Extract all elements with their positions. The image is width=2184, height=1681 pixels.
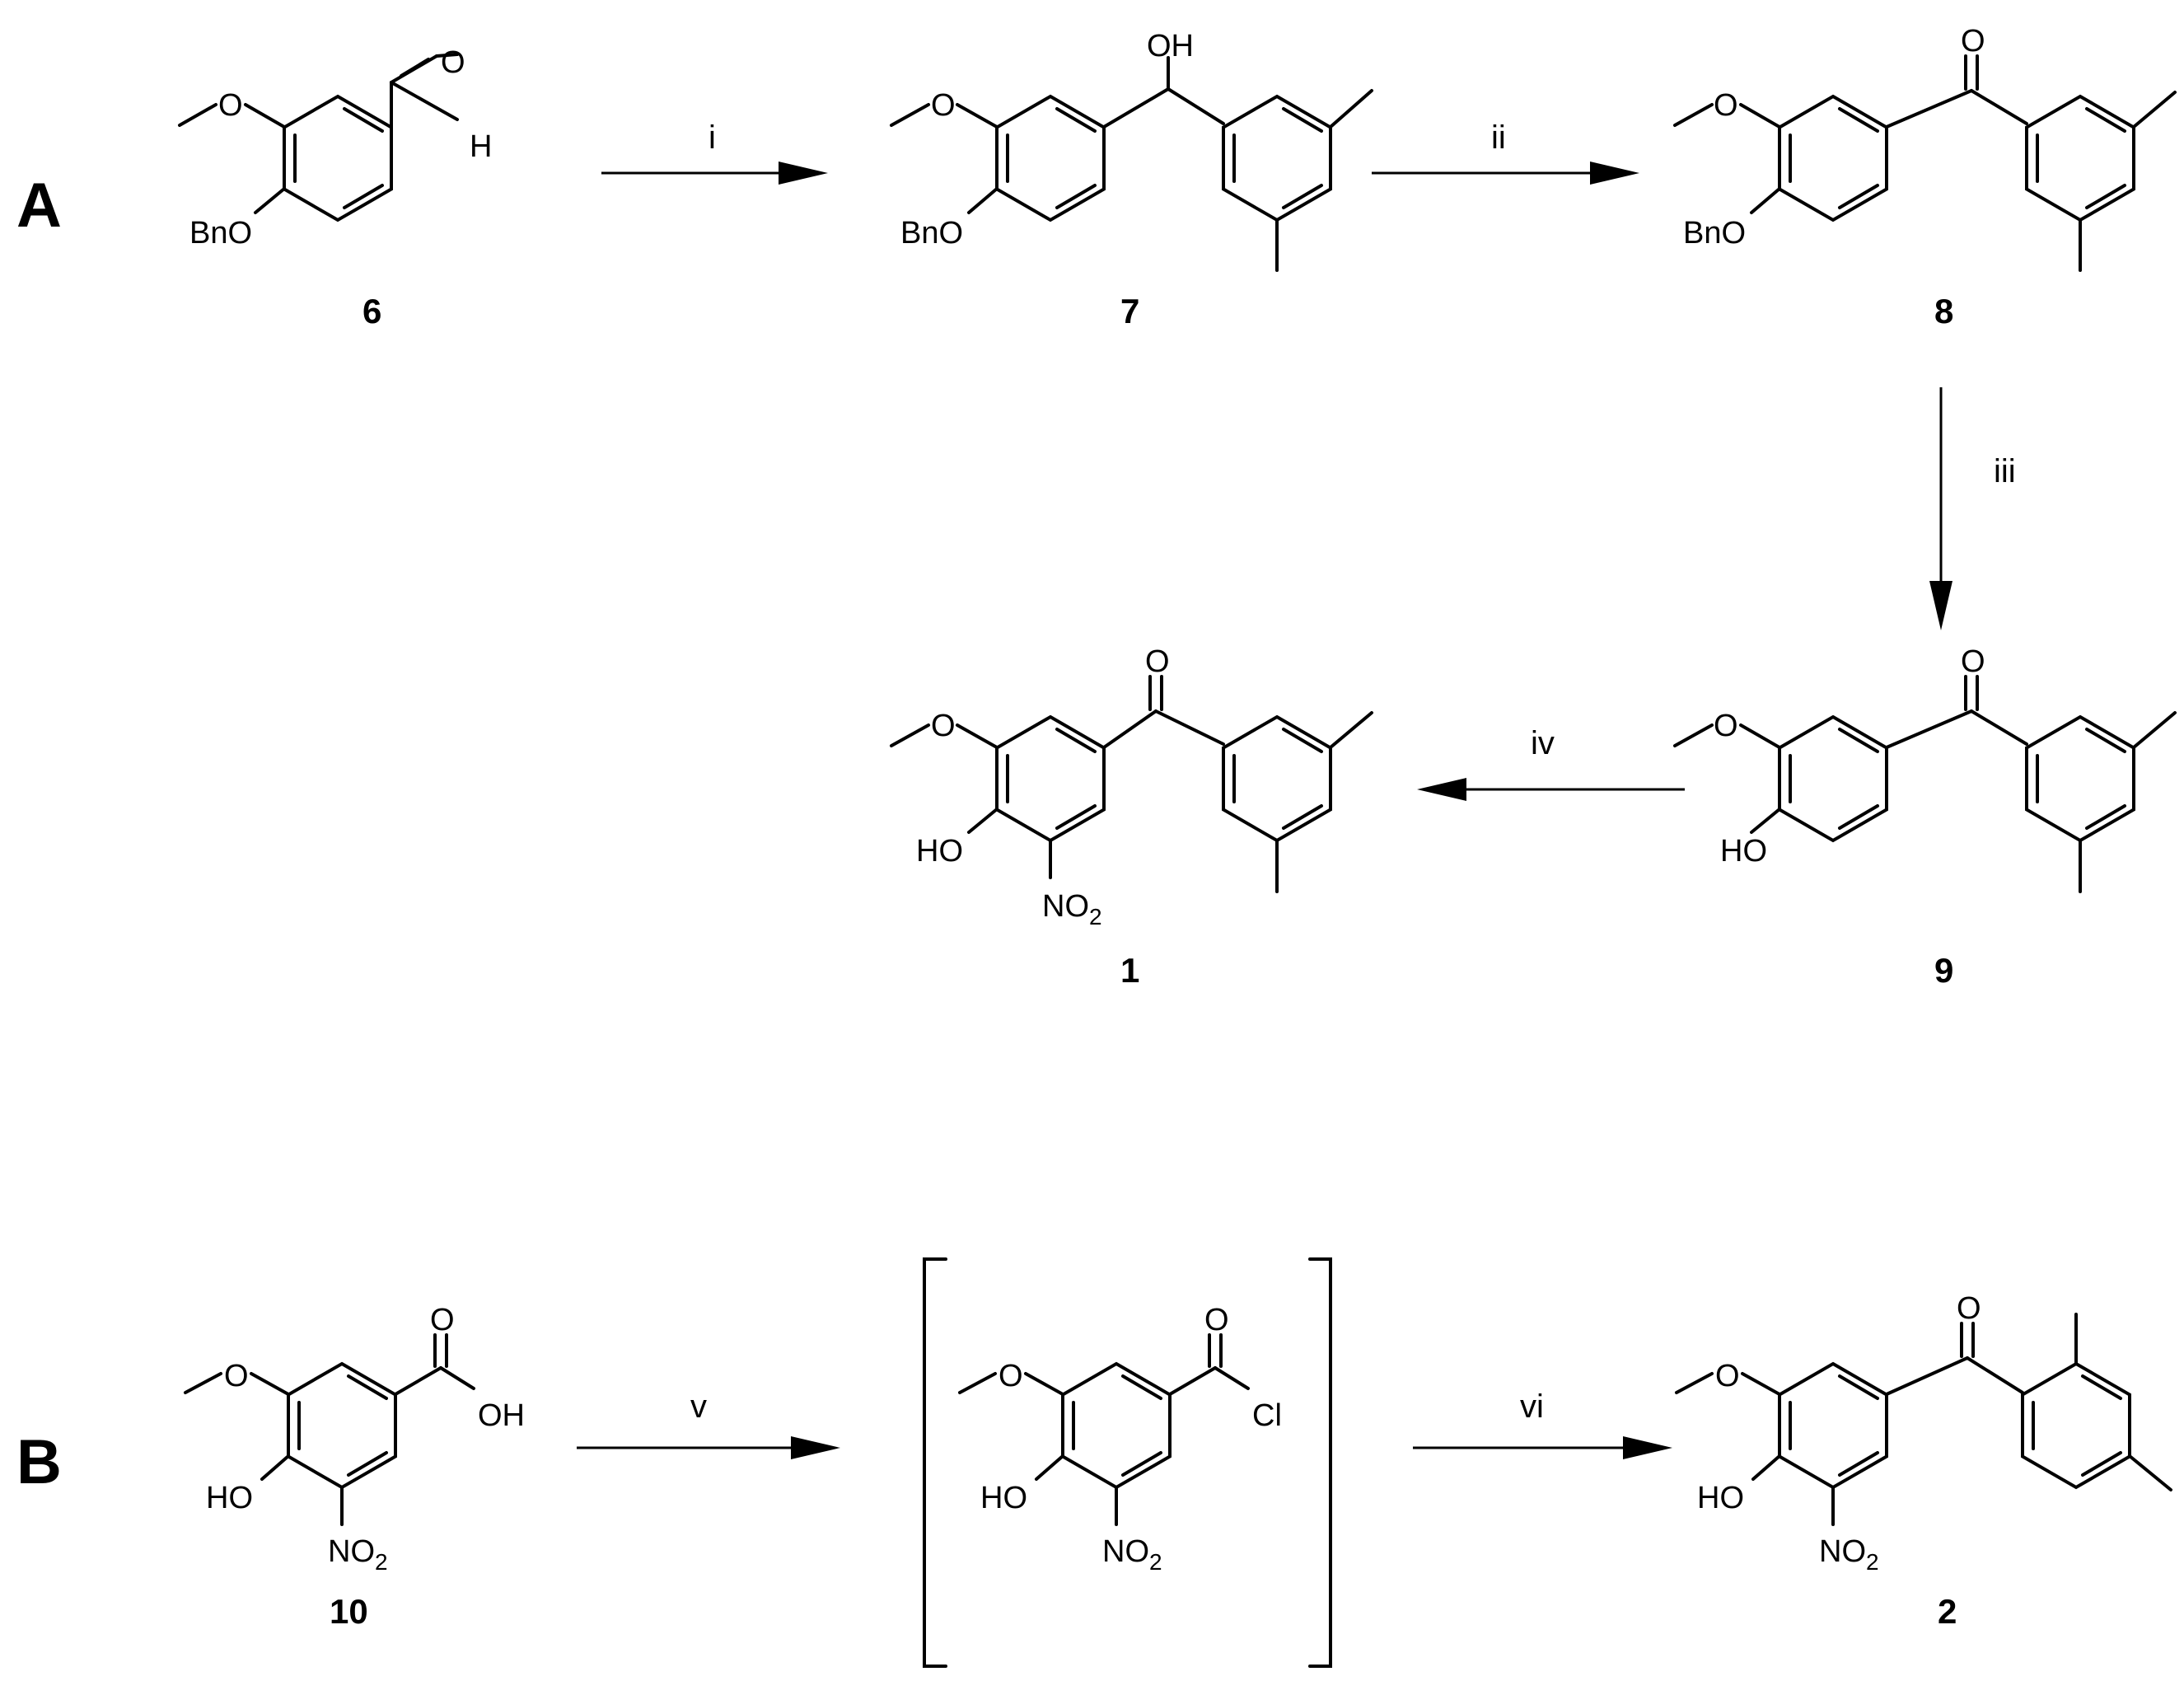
atom-o-methoxy: O — [931, 88, 956, 123]
atom-bno: BnO — [900, 216, 963, 251]
atom-o-methoxy: O — [218, 88, 243, 123]
reagent-label-ii: ii — [1491, 119, 1506, 156]
panel-label-b: B — [16, 1427, 62, 1497]
reagent-label-v: v — [690, 1388, 707, 1425]
compound-9-structure: O HO O — [1673, 644, 2177, 893]
arrow-step-vi — [1413, 1436, 1672, 1459]
compound-8-structure: O BnO O — [1673, 24, 2177, 272]
atom-h: H — [470, 129, 492, 164]
atom-bno: BnO — [1683, 216, 1746, 251]
compound-1-structure: O HO NO2 O — [890, 644, 1373, 929]
panel-label-a: A — [16, 171, 62, 241]
atom-o-carbonyl: O — [441, 45, 465, 80]
atom-o-methoxy: O — [931, 709, 956, 743]
reagent-label-iv: iv — [1531, 725, 1555, 761]
compound-10-structure: O HO NO2 O OH — [184, 1303, 525, 1575]
atom-o-carbonyl: O — [1204, 1303, 1229, 1337]
compound-6-structure: O BnO O H — [178, 45, 492, 251]
atom-o-carbonyl: O — [1957, 1291, 1981, 1326]
atom-no2: NO2 — [1819, 1534, 1879, 1575]
arrow-step-iii — [1929, 387, 1953, 630]
compound-label-7: 7 — [1120, 292, 1139, 330]
intermediate-brackets — [923, 1257, 1332, 1668]
atom-o-methoxy: O — [998, 1359, 1023, 1393]
compound-label-1: 1 — [1120, 951, 1139, 990]
reagent-label-i: i — [709, 119, 716, 156]
atom-no2: NO2 — [1042, 889, 1102, 929]
reagent-label-vi: vi — [1520, 1388, 1544, 1425]
atom-o-methoxy: O — [1714, 88, 1738, 123]
atom-o-methoxy: O — [1714, 709, 1738, 743]
reagent-label-iii: iii — [1994, 453, 2016, 489]
atom-ho: HO — [1697, 1481, 1744, 1515]
intermediate-acyl-chloride-structure: O HO NO2 O Cl — [958, 1303, 1282, 1575]
atom-o-carbonyl: O — [1961, 24, 1985, 59]
arrow-step-v — [577, 1436, 840, 1459]
compound-label-2: 2 — [1938, 1592, 1957, 1631]
atom-o-methoxy: O — [224, 1359, 249, 1393]
compound-label-9: 9 — [1934, 951, 1953, 990]
atom-ho: HO — [916, 834, 963, 869]
arrow-step-i — [601, 162, 828, 185]
arrow-step-ii — [1372, 162, 1639, 185]
atom-no2: NO2 — [1102, 1534, 1162, 1575]
atom-ho: HO — [1720, 834, 1767, 869]
atom-cl: Cl — [1252, 1398, 1282, 1433]
compound-7-structure: O BnO OH — [890, 29, 1373, 272]
atom-o-carbonyl: O — [1961, 644, 1985, 679]
atom-oh: OH — [478, 1398, 525, 1433]
arrow-step-iv — [1417, 778, 1685, 801]
atom-o-methoxy: O — [1715, 1359, 1740, 1393]
atom-ho: HO — [206, 1481, 253, 1515]
atom-oh: OH — [1147, 29, 1194, 63]
compound-label-8: 8 — [1934, 292, 1953, 330]
compound-label-6: 6 — [362, 292, 381, 330]
compound-label-10: 10 — [330, 1592, 368, 1631]
atom-o-carbonyl: O — [430, 1303, 455, 1337]
atom-no2: NO2 — [328, 1534, 388, 1575]
compound-2-structure: O HO NO2 O — [1675, 1291, 2172, 1575]
atom-bno: BnO — [189, 216, 252, 251]
atom-ho: HO — [980, 1481, 1027, 1515]
atom-o-carbonyl: O — [1145, 644, 1170, 679]
